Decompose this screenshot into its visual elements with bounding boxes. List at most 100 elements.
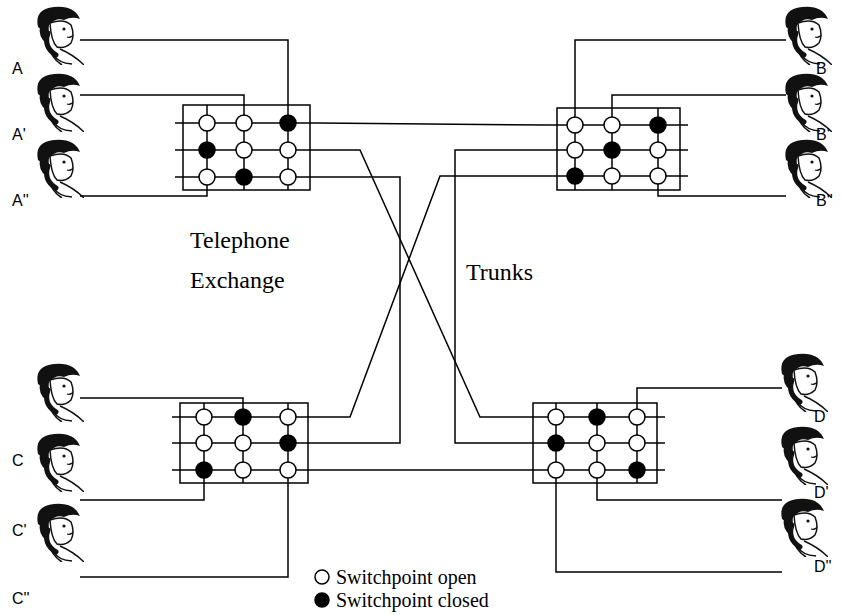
open-switchpoint	[548, 409, 564, 425]
open-switchpoint	[589, 462, 605, 478]
subscriber-label: C''	[12, 590, 30, 608]
exchange-box	[533, 403, 657, 483]
open-switchpoint	[199, 115, 215, 131]
user-icon	[37, 364, 84, 422]
open-switchpoint	[650, 168, 666, 184]
subscriber-line	[80, 40, 288, 105]
trunk-line	[316, 177, 400, 443]
open-switchpoint	[280, 142, 296, 158]
closed-switchpoint	[199, 142, 215, 158]
subscriber-line	[597, 483, 782, 500]
crossbar-switch	[525, 403, 665, 483]
subscriber-letter: D'	[814, 484, 829, 502]
open-switchpoint	[280, 169, 296, 185]
crossbar-switch	[549, 108, 688, 190]
exchange-box	[180, 403, 308, 483]
trunk-line	[316, 469, 525, 471]
open-switchpoint	[589, 435, 605, 451]
exchange-box	[183, 105, 310, 190]
subscriber-letter: D''	[814, 558, 832, 576]
user-icon	[37, 504, 84, 562]
subscriber-label: D''	[814, 558, 832, 576]
exchange-label: Telephone Exchange	[188, 220, 332, 300]
open-switchpoint	[604, 117, 620, 133]
user-icon	[37, 140, 84, 198]
user-icon	[785, 74, 832, 132]
trunk-lines	[316, 123, 549, 470]
subscriber-label: D'	[814, 484, 829, 502]
open-switchpoint	[236, 115, 252, 131]
subscriber-line	[80, 95, 244, 105]
closed-switchpoint	[604, 142, 620, 158]
closed-switchpoint	[629, 462, 645, 478]
subscriber-letter: D	[814, 408, 826, 426]
closed-switchpoint	[280, 435, 296, 451]
user-icon	[785, 140, 832, 198]
user-icon	[781, 499, 828, 557]
subscriber-letter: B	[816, 60, 827, 78]
subscriber-label: C	[12, 452, 24, 470]
closed-switchpoint	[650, 117, 666, 133]
closed-switch-sample	[315, 593, 329, 607]
open-switchpoint	[235, 462, 251, 478]
subscriber-label: D	[814, 408, 826, 426]
closed-switchpoint	[280, 115, 296, 131]
open-switchpoint	[629, 409, 645, 425]
subscriber-letter: C'	[12, 522, 27, 540]
subscriber-line	[80, 190, 207, 196]
subscriber-line	[575, 40, 786, 108]
subscriber-label: A	[12, 60, 23, 78]
subscriber-letter: B''	[816, 192, 833, 210]
exchanges	[172, 105, 688, 483]
user-icon	[37, 434, 84, 492]
trunk-line	[316, 176, 549, 417]
telephone-users	[37, 7, 832, 562]
open-switchpoint	[567, 117, 583, 133]
legend-text: Switchpoint open	[336, 566, 477, 588]
open-switchpoint	[235, 435, 251, 451]
user-icon	[37, 7, 84, 65]
trunk-line	[455, 150, 549, 443]
open-switchpoint	[548, 462, 564, 478]
subscriber-line	[612, 95, 786, 108]
closed-switchpoint	[548, 435, 564, 451]
open-switchpoint	[629, 435, 645, 451]
subscriber-line	[637, 388, 782, 403]
subscriber-label: B'	[816, 126, 830, 144]
open-switchpoint	[280, 409, 296, 425]
user-icon	[781, 427, 828, 485]
subscriber-lines	[80, 40, 786, 577]
open-switchpoint	[650, 142, 666, 158]
open-switchpoint	[196, 435, 212, 451]
subscriber-letter: C	[12, 452, 24, 470]
open-switchpoint	[280, 462, 296, 478]
subscriber-line	[80, 483, 204, 500]
user-icon	[781, 354, 828, 412]
open-switchpoint	[236, 142, 252, 158]
trunk-line	[318, 123, 549, 125]
subscriber-line	[80, 483, 288, 577]
open-switchpoint	[604, 168, 620, 184]
open-switch-sample	[315, 570, 329, 584]
closed-switchpoint	[236, 169, 252, 185]
exchange-box	[557, 108, 680, 190]
open-switchpoint	[199, 169, 215, 185]
subscriber-letter: A	[12, 60, 23, 78]
subscriber-letter: C''	[12, 590, 30, 608]
trunks-label: Trunks	[464, 252, 578, 292]
legend-entry: Switchpoint open	[336, 566, 477, 588]
subscriber-letter: B'	[816, 126, 830, 144]
subscriber-label: A'	[12, 126, 26, 144]
legend-samples	[315, 570, 329, 607]
closed-switchpoint	[235, 409, 251, 425]
subscriber-letter: A'	[12, 126, 26, 144]
subscriber-label: B''	[816, 192, 833, 210]
legend-text: Switchpoint closed	[336, 589, 489, 611]
subscriber-label: B	[816, 60, 827, 78]
subscriber-letter: A''	[12, 192, 29, 210]
closed-switchpoint	[196, 462, 212, 478]
subscriber-line	[658, 190, 786, 196]
